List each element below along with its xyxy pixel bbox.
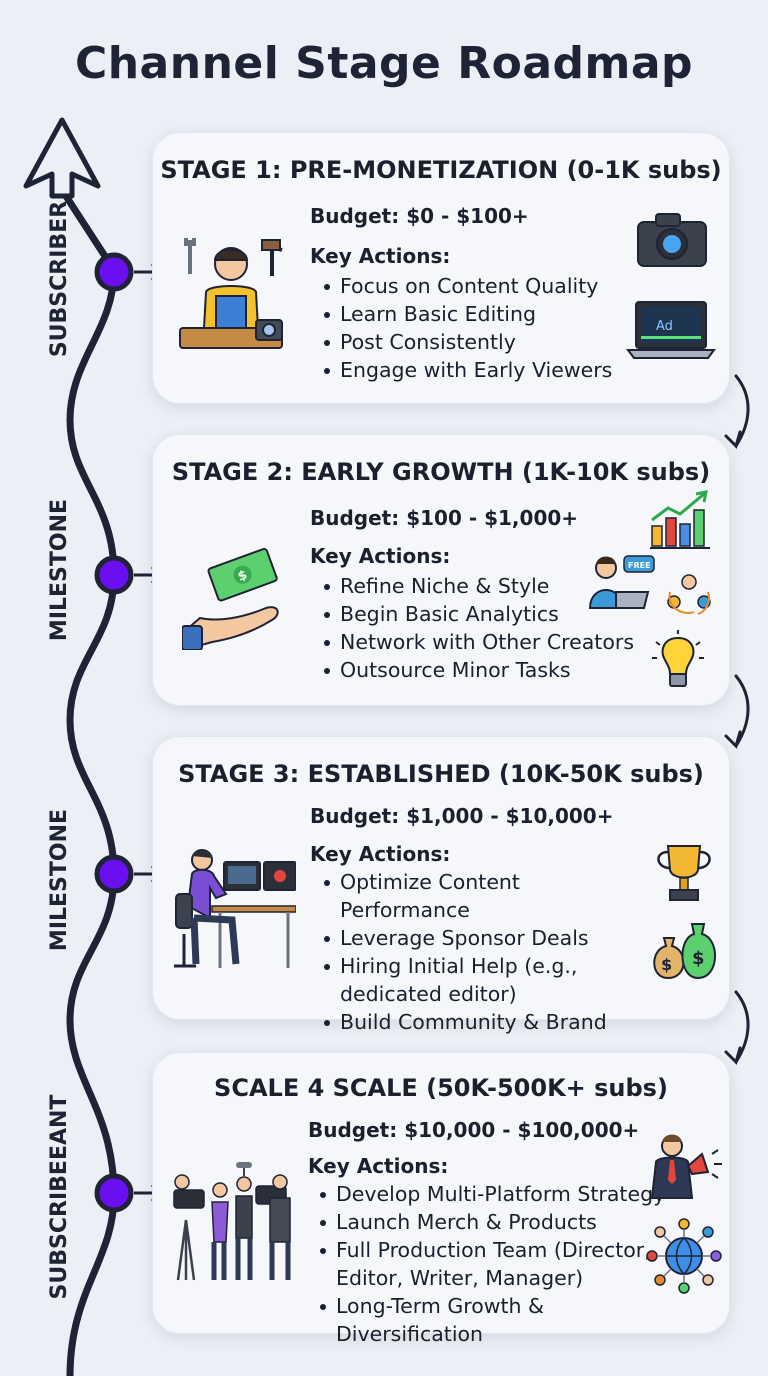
- stage-2-title: STAGE 2: EARLY GROWTH (1K-10K subs): [171, 458, 711, 486]
- node-1: [94, 252, 163, 292]
- list-item: Develop Multi-Platform Strategy: [318, 1180, 678, 1208]
- stage-4-actions: Develop Multi-Platform Strategy Launch M…: [318, 1180, 678, 1348]
- growth-chart-icon: [650, 490, 710, 549]
- list-item: Hiring Initial Help (e.g., dedicated edi…: [322, 952, 640, 1008]
- list-item: Optimize Content Performance: [322, 868, 640, 924]
- stage-2-actions: Refine Niche & Style Begin Basic Analyti…: [322, 572, 634, 684]
- stage-3-budget: Budget: $1,000 - $10,000+: [310, 804, 614, 828]
- list-item: Build Community & Brand: [322, 1008, 640, 1036]
- stage-1-title: STAGE 1: PRE-MONETIZATION (0-1K subs): [160, 156, 722, 184]
- list-item: Begin Basic Analytics: [322, 600, 634, 628]
- side-label-milestone-2: MILESTONE: [47, 808, 72, 952]
- stage-2-card: STAGE 2: EARLY GROWTH (1K-10K subs) Budg…: [152, 434, 730, 706]
- page-title: Channel Stage Roadmap: [74, 38, 694, 89]
- camera-icon: [637, 213, 707, 267]
- stage-4-budget: Budget: $10,000 - $100,000+: [308, 1118, 640, 1142]
- side-label-milestone-1: MILESTONE: [47, 498, 72, 642]
- side-label-subscriber: SUBSCRIBER: [47, 200, 72, 358]
- svg-text:$: $: [692, 948, 705, 969]
- stage-3-title: STAGE 3: ESTABLISHED (10K-50K subs): [178, 760, 704, 788]
- stage-1-actions: Focus on Content Quality Learn Basic Edi…: [322, 272, 612, 384]
- stage-4-title: SCALE 4 SCALE (50K-500K+ subs): [214, 1074, 668, 1102]
- stage-2-budget: Budget: $100 - $1,000+: [310, 506, 579, 530]
- node-4: [94, 1173, 163, 1213]
- list-item: Network with Other Creators: [322, 628, 634, 656]
- lightbulb-icon: [652, 630, 704, 687]
- connector-arrow-2: [724, 674, 750, 749]
- money-bags-icon: $ $: [653, 923, 716, 980]
- stage-3-key-actions-label: Key Actions:: [310, 842, 451, 866]
- stage-4-card: SCALE 4 SCALE (50K-500K+ subs) Budget: $…: [152, 1052, 730, 1346]
- list-item: Engage with Early Viewers: [322, 356, 612, 384]
- stage-2-key-actions-label: Key Actions:: [310, 544, 451, 568]
- laptop-ad-icon: Ad: [626, 301, 716, 359]
- node-3: [94, 854, 163, 894]
- freelancer-icon: FREE: [588, 555, 655, 609]
- list-item: Post Consistently: [322, 328, 612, 356]
- up-arrow-icon: [23, 117, 101, 199]
- stage-3-card: STAGE 3: ESTABLISHED (10K-50K subs) Budg…: [152, 736, 730, 1034]
- side-label-subscribeeant: SUBSCRIBEEANT: [47, 1094, 72, 1300]
- free-badge: FREE: [628, 561, 651, 570]
- stage-3-actions: Optimize Content Performance Leverage Sp…: [322, 868, 640, 1036]
- list-item: Full Production Team (Director, Editor, …: [318, 1236, 678, 1292]
- node-2: [94, 555, 163, 595]
- trophy-icon: [657, 845, 711, 901]
- stage-1-budget: Budget: $0 - $100+: [310, 204, 529, 228]
- production-crew-icon: [173, 1162, 291, 1281]
- hand-money-icon: $: [182, 547, 279, 650]
- stage-4-key-actions-label: Key Actions:: [308, 1154, 449, 1178]
- stage-1-key-actions-label: Key Actions:: [310, 244, 451, 268]
- connector-arrow-3: [724, 990, 750, 1065]
- list-item: Leverage Sponsor Deals: [322, 924, 640, 952]
- stage-1-card: STAGE 1: PRE-MONETIZATION (0-1K subs) Bu…: [152, 132, 730, 404]
- svg-text:$: $: [661, 955, 672, 974]
- global-network-icon: [646, 1218, 722, 1294]
- list-item: Long-Term Growth & Diversification: [318, 1292, 678, 1348]
- list-item: Learn Basic Editing: [322, 300, 612, 328]
- editor-desk-icon: [174, 849, 296, 968]
- list-item: Launch Merch & Products: [318, 1208, 678, 1236]
- list-item: Refine Niche & Style: [322, 572, 634, 600]
- megaphone-man-icon: [650, 1134, 722, 1199]
- worker-with-tools-icon: [179, 238, 283, 349]
- connector-arrow-1: [724, 374, 750, 449]
- svg-text:Ad: Ad: [656, 319, 673, 334]
- list-item: Outsource Minor Tasks: [322, 656, 634, 684]
- network-icon: [667, 574, 711, 615]
- list-item: Focus on Content Quality: [322, 272, 612, 300]
